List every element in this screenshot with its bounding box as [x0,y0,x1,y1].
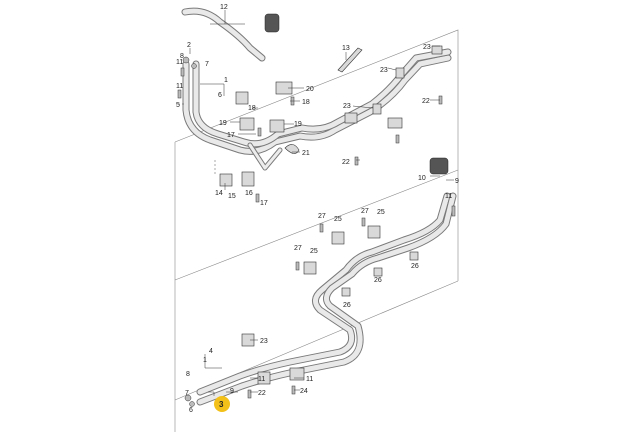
callout-18-b: 18 [302,99,310,106]
clip-25a [331,231,345,245]
lower-pipe-run [196,192,457,406]
grommet-26a [409,251,419,261]
callout-22-b: 22 [342,159,350,166]
callout-11-c: 11 [445,193,452,200]
callout-labels: 12 13 23 23 23 22 22 2 8 11 7 11 1 6 5 2… [176,4,459,414]
clip-lower-b [289,367,305,381]
bolt-22a [354,156,359,166]
callout-27-a: 27 [318,213,326,220]
callout-26-a: 26 [411,263,419,270]
callout-13: 13 [342,45,350,52]
bolt-17b [255,193,260,203]
callout-5: 5 [176,102,180,109]
clip-25c [303,261,317,275]
callout-1: 1 [224,77,228,84]
pipe-13-part [337,47,363,73]
callout-4: 4 [209,348,213,355]
callout-23-b: 23 [380,67,388,74]
clip-25b [367,225,381,239]
callout-17-a: 17 [227,132,235,139]
callout-14: 14 [215,190,223,197]
bolt-22d [247,389,252,399]
bolt-27b [361,217,366,227]
callout-9-lower: 9 [230,388,234,395]
callout-11-lower: 11 [258,376,265,383]
callout-7: 7 [205,61,209,68]
bolt-11c [451,205,456,217]
clip-19b [269,119,285,133]
callout-23-a: 23 [423,44,431,51]
callout-25-c: 25 [310,248,318,255]
o-ring-6 [189,401,195,407]
callout-12: 12 [220,4,228,11]
bracket-14 [219,173,233,187]
o-ring-7 [191,63,197,69]
connector-block-10 [429,157,449,175]
callout-9-top: 9 [455,178,459,185]
callout-26-b: 26 [374,277,382,284]
bolt-27a [319,223,324,233]
callout-19-b: 19 [294,121,302,128]
upper-pipe-run [181,7,452,171]
clip-23b [395,67,405,79]
callout-1-lower: 1 [203,357,207,364]
bolt-17a [257,127,262,137]
clamp-21 [284,144,300,154]
callout-15: 15 [228,193,236,200]
callout-22-a: 22 [422,98,430,105]
callout-22-c: 22 [258,390,266,397]
callout-2: 2 [187,42,191,49]
callout-6-top: 6 [218,92,222,99]
highlight-marker[interactable] [214,396,230,412]
bolt-22b [395,134,400,144]
callout-11-a: 11 [176,59,183,66]
clip-23a [431,45,443,55]
assembly-frame [174,29,459,432]
callout-24: 24 [300,388,308,395]
callout-16: 16 [245,190,253,197]
callout-18-a: 18 [248,105,256,112]
callout-19-a: 19 [219,120,227,127]
callout-7-lower: 7 [185,390,189,397]
highlight-label: 3 [219,400,224,409]
components [177,13,456,407]
o-ring-8 [184,394,192,402]
highlighted-callout-3[interactable]: 3 [214,396,230,412]
callout-11-lower-b: 11 [306,376,313,383]
grommet-26c [341,287,351,297]
callout-25-b: 25 [377,209,385,216]
callout-27-c: 27 [294,245,302,252]
bolt-11a [180,67,185,77]
leader-lines [178,10,454,396]
callout-25-a: 25 [334,216,342,223]
bracket-18a [235,91,249,105]
callout-20: 20 [306,86,314,93]
callout-21: 21 [302,150,310,157]
callout-23-d: 23 [260,338,268,345]
bolt-27c [295,261,300,271]
clip-19a [239,117,255,131]
callout-27-b: 27 [361,208,369,215]
callout-8-lower: 8 [186,371,190,378]
callout-8-top: 8 [180,53,184,60]
grommet-26b [373,267,383,277]
clip-23c [372,103,382,115]
callout-6-lower: 6 [189,407,193,414]
expansion-valve [264,13,280,33]
callout-17-b: 17 [260,200,268,207]
o-ring-8-top [182,56,190,64]
callout-26-c: 26 [343,302,351,309]
clip-16 [241,171,255,187]
bolt-11b [177,89,182,99]
clip-22b [387,117,403,129]
callout-11-b: 11 [176,83,183,90]
clip-22a [344,112,358,124]
callout-23-c: 23 [343,103,351,110]
callout-10: 10 [418,175,426,182]
